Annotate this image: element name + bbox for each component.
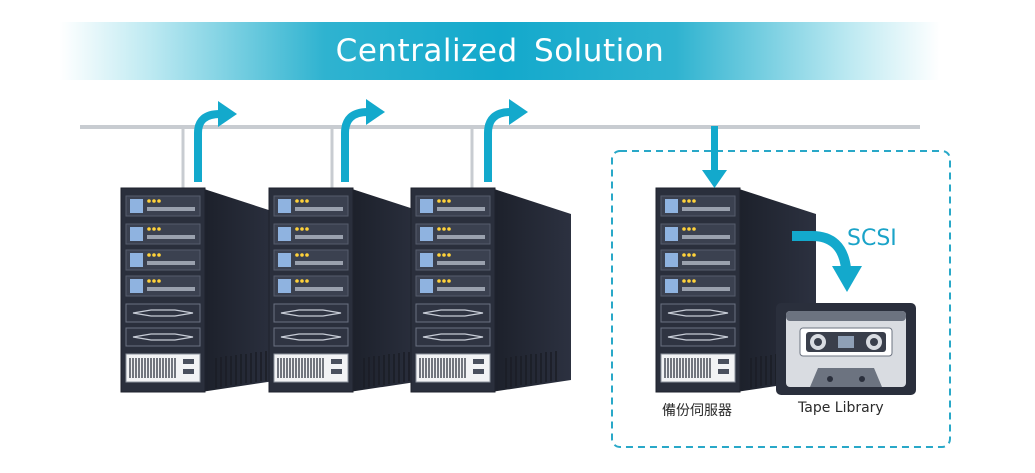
- cassette-tape-icon: [786, 311, 906, 387]
- curved-up-right-arrow-icon: [484, 108, 512, 182]
- server-3: [410, 187, 572, 393]
- curved-up-right-arrow-icon: [194, 110, 221, 182]
- server-1: [120, 187, 282, 393]
- backup-group-frame: [611, 150, 951, 448]
- scsi-label: SCSI: [847, 226, 897, 251]
- tape-library: [776, 303, 916, 395]
- network-bus: [80, 125, 920, 129]
- down-arrow-icon: [702, 126, 727, 188]
- tape-library-label: Tape Library: [798, 400, 884, 416]
- network-connectors: [181, 129, 474, 188]
- backup-server-label: 備份伺服器: [662, 403, 732, 419]
- title-banner: Centralized Solution: [60, 22, 940, 80]
- server-2: [268, 187, 430, 393]
- curved-down-arrow-icon: [792, 231, 862, 292]
- page-title: Centralized Solution: [335, 33, 665, 69]
- curved-up-right-arrow-icon: [341, 108, 369, 182]
